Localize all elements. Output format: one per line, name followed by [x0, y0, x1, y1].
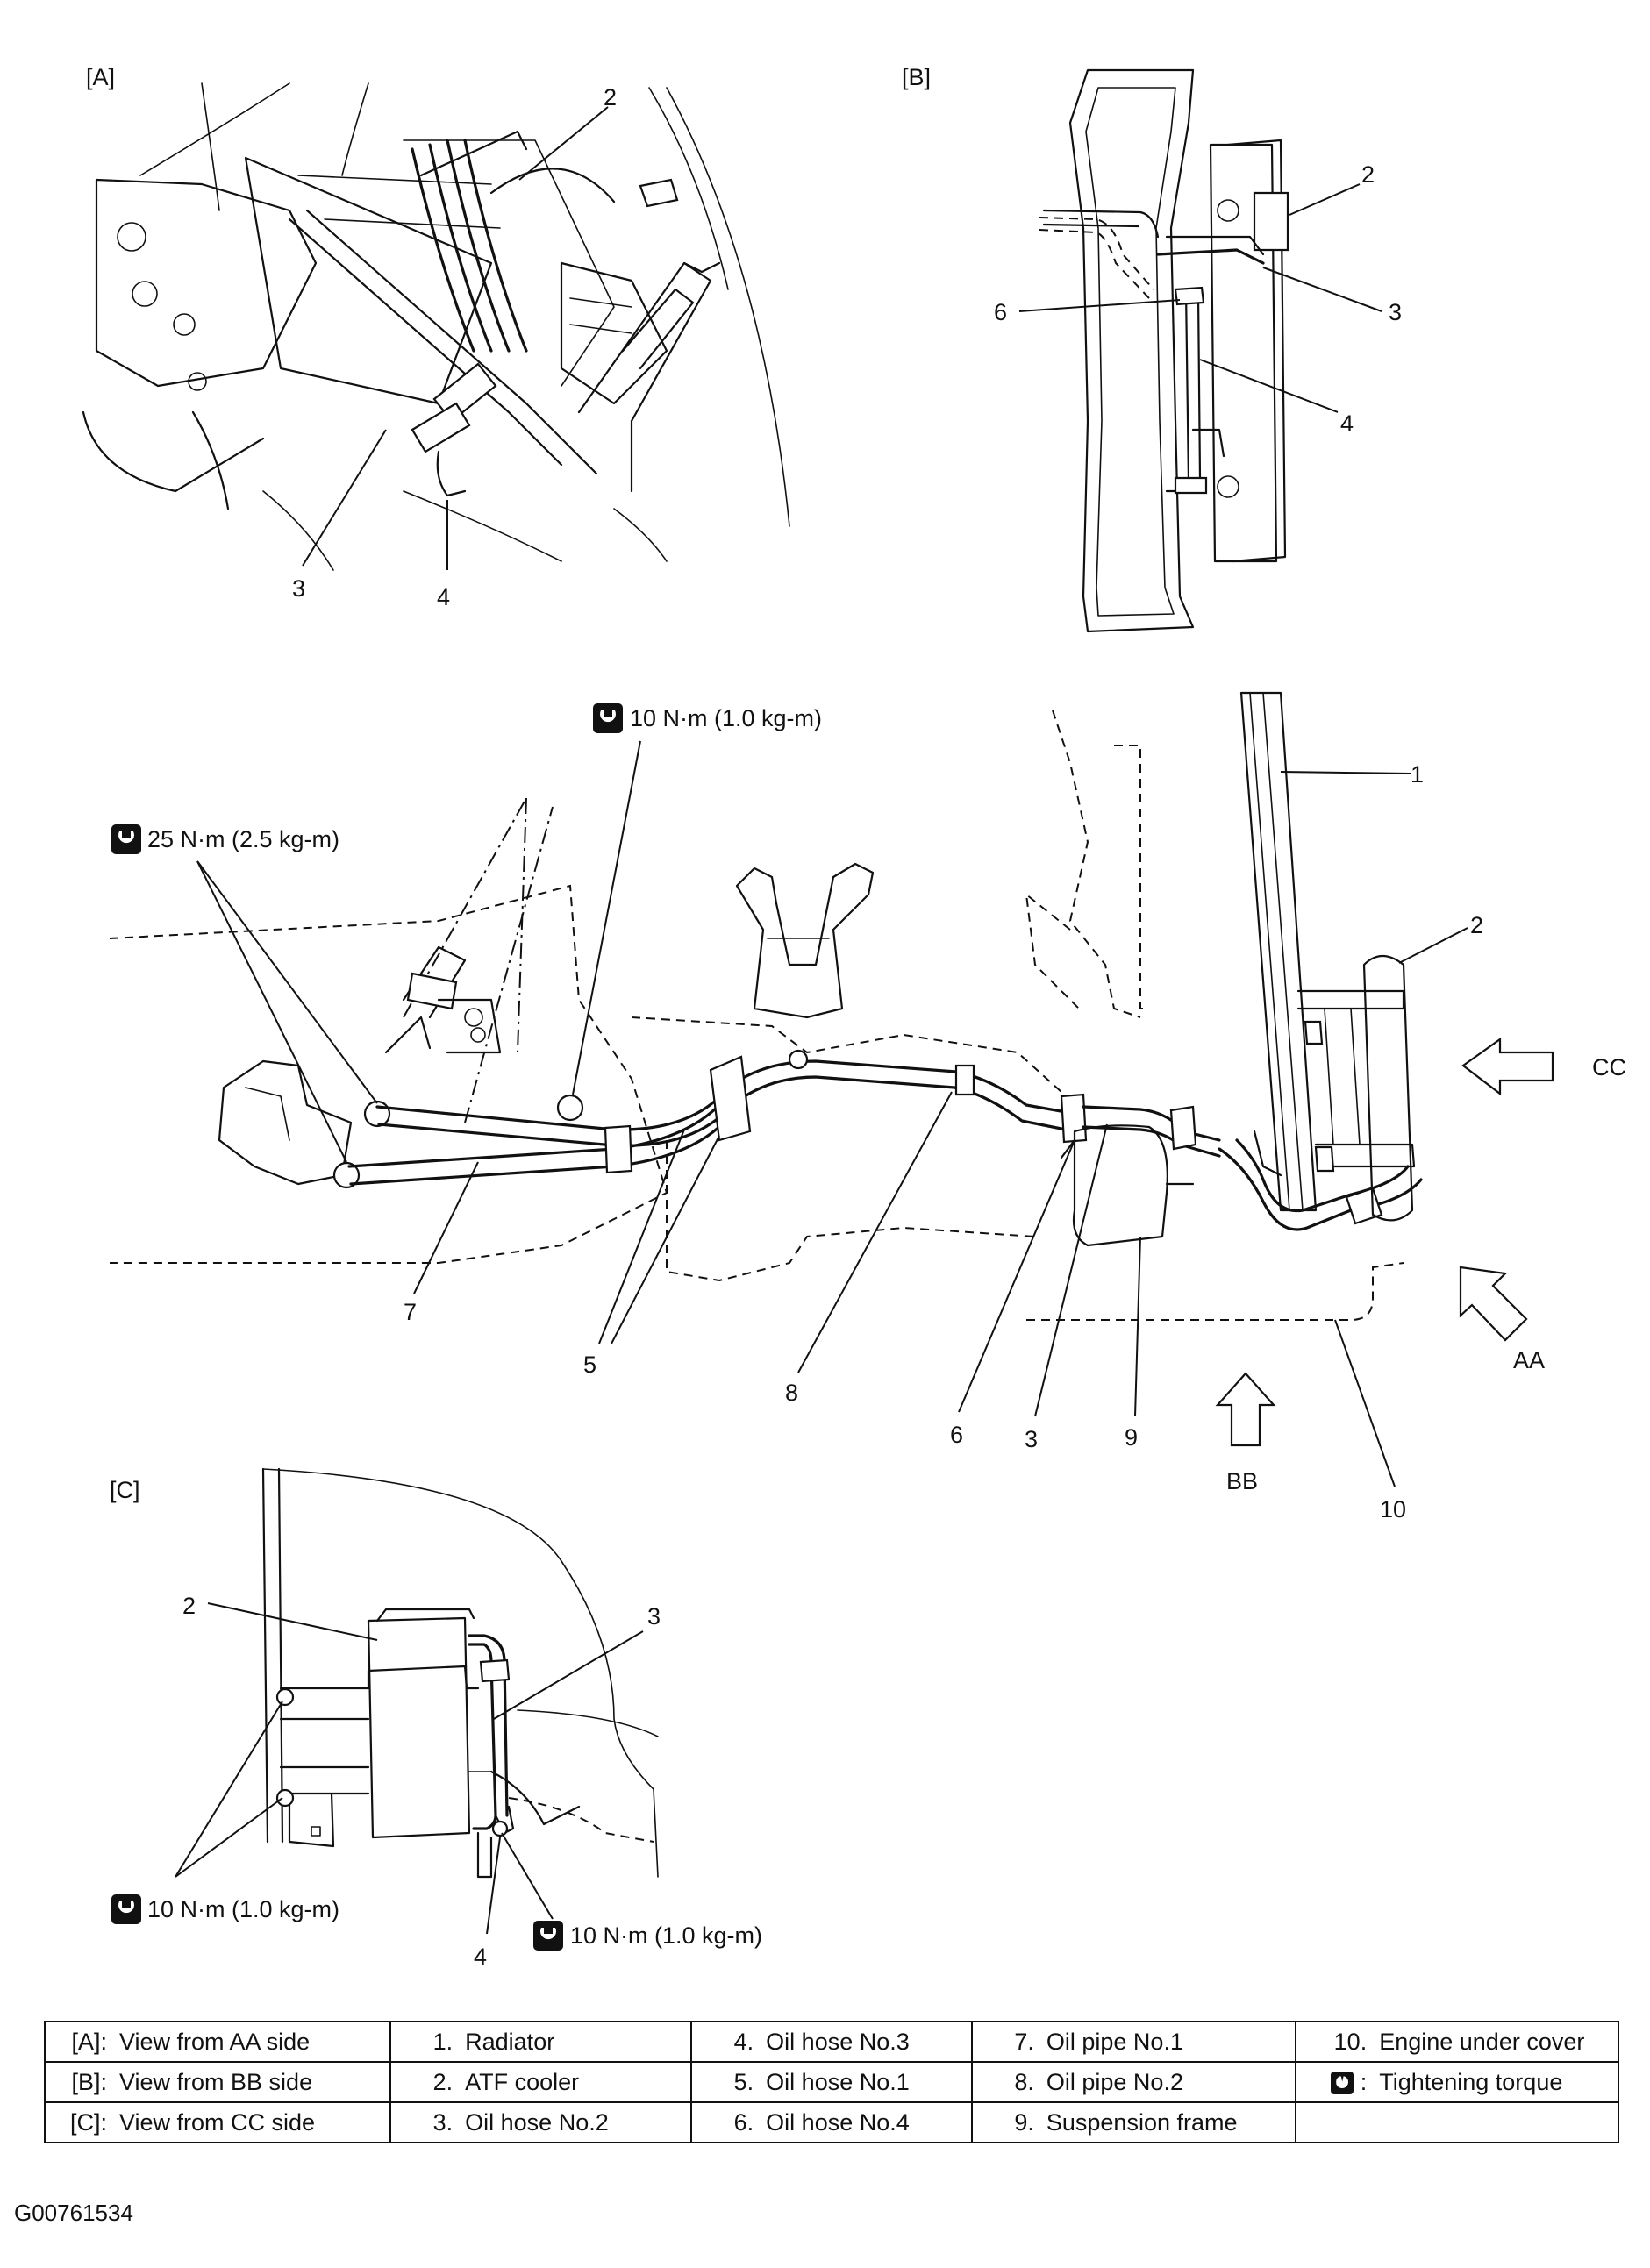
- legend-key: 6.: [733, 2108, 754, 2136]
- arrow-cc-label: CC: [1592, 1054, 1626, 1081]
- legend-cell: 7. Oil pipe No.1: [970, 2021, 1297, 2063]
- view-a-tag: [A]: [86, 64, 115, 90]
- callout-main-1: 1: [1411, 761, 1424, 788]
- arrow-aa-icon: [1459, 1266, 1528, 1342]
- arrow-cc-icon: [1461, 1037, 1554, 1096]
- legend-key: :: [1305, 2069, 1379, 2096]
- legend-cell: [C]: View from CC side: [43, 2101, 392, 2143]
- legend-value: Oil hose No.1: [766, 2068, 910, 2095]
- callout-b-2: 2: [1361, 161, 1375, 188]
- arrow-bb-icon: [1215, 1372, 1276, 1447]
- legend-value: Radiator: [465, 2028, 555, 2055]
- torque-label-10-c-left: 10 N·m (1.0 kg-m): [147, 1896, 339, 1922]
- view-b: [B] 2 6 3 4: [902, 64, 1402, 633]
- view-c: [C] 2 3: [110, 1467, 762, 1970]
- view-c-artwork: [261, 1467, 659, 1879]
- callout-c-4: 4: [474, 1943, 487, 1970]
- callout-main-10: 10: [1380, 1496, 1406, 1523]
- legend-cell: 5. Oil hose No.1: [690, 2061, 973, 2103]
- legend-key: [B]:: [71, 2068, 107, 2095]
- callout-c-2: 2: [182, 1593, 196, 1619]
- callout-main-6: 6: [950, 1422, 963, 1448]
- legend-value: View from AA side: [119, 2028, 311, 2055]
- callout-main-5: 5: [583, 1352, 596, 1378]
- legend-key: 3.: [432, 2108, 454, 2136]
- legend-row: [C]: View from CC side 3. Oil hose No.2 6. Oi…: [43, 2101, 1619, 2143]
- legend-value: View from BB side: [119, 2068, 313, 2095]
- legend-key: 9.: [1014, 2108, 1034, 2136]
- legend-value: Oil hose No.3: [766, 2028, 910, 2055]
- callout-main-9: 9: [1125, 1424, 1138, 1451]
- arrow-bb-label: BB: [1226, 1468, 1258, 1494]
- view-a: [A]: [82, 64, 790, 610]
- legend-cell: [1295, 2101, 1619, 2143]
- torque-wrench-icon: [1331, 2072, 1354, 2095]
- legend-cell: 1. Radiator: [389, 2021, 693, 2063]
- legend-cell: 8. Oil pipe No.2: [970, 2061, 1297, 2103]
- view-b-artwork: [1039, 68, 1289, 633]
- legend-table: [A]: View from AA side 1. Radiator 4. Oil hos…: [43, 2021, 1619, 2143]
- legend-key: [C]:: [69, 2108, 107, 2136]
- legend-cell: :Tightening torque: [1295, 2061, 1619, 2103]
- legend-row: [A]: View from AA side 1. Radiator 4. Oil hos…: [43, 2021, 1619, 2063]
- torque-wrench-icon: [111, 1894, 141, 1924]
- callout-b-3: 3: [1389, 299, 1402, 325]
- view-a-artwork: [82, 82, 790, 571]
- callout-a-2: 2: [604, 84, 617, 111]
- legend-value: Tightening torque: [1379, 2068, 1563, 2095]
- arrow-aa-label: AA: [1513, 1347, 1545, 1373]
- legend-value: Oil hose No.2: [465, 2108, 609, 2136]
- legend-cell: 4. Oil hose No.3: [690, 2021, 973, 2063]
- main-view-artwork: [109, 691, 1423, 1321]
- callout-b-4: 4: [1340, 410, 1354, 437]
- figure-code: G00761534: [14, 2200, 133, 2226]
- callout-main-8: 8: [785, 1380, 798, 1406]
- torque-label-10-top: 10 N·m (1.0 kg-m): [630, 705, 822, 731]
- legend-key: 5.: [733, 2068, 754, 2095]
- callout-main-3: 3: [1025, 1426, 1038, 1452]
- legend-value: Suspension frame: [1046, 2108, 1238, 2136]
- legend-key: 2.: [432, 2068, 454, 2095]
- legend-value: View from CC side: [119, 2108, 316, 2136]
- legend-cell: [A]: View from AA side: [43, 2021, 392, 2063]
- legend-cell: 2. ATF cooler: [389, 2061, 693, 2103]
- legend-key: 4.: [733, 2028, 754, 2055]
- legend-row: [B]: View from BB side 2. ATF cooler 5. Oil h…: [43, 2061, 1619, 2103]
- torque-label-25: 25 N·m (2.5 kg-m): [147, 826, 339, 852]
- torque-wrench-icon: [111, 824, 141, 854]
- legend-value: Engine under cover: [1379, 2028, 1585, 2055]
- callout-b-6: 6: [994, 299, 1007, 325]
- legend-key: 10.: [1333, 2028, 1368, 2055]
- legend-value: Oil pipe No.2: [1046, 2068, 1183, 2095]
- view-b-tag: [B]: [902, 64, 931, 90]
- legend-key: [A]:: [71, 2028, 107, 2055]
- main-view: CC AA BB 1 2 7 5 8 6 3 9 10 10 N·m (1.0 …: [109, 691, 1626, 1523]
- torque-label-10-c-right: 10 N·m (1.0 kg-m): [570, 1922, 762, 1949]
- legend-cell: [B]: View from BB side: [43, 2061, 392, 2103]
- view-c-tag: [C]: [110, 1477, 140, 1503]
- legend-cell: 9. Suspension frame: [970, 2101, 1297, 2143]
- legend-value: ATF cooler: [465, 2068, 580, 2095]
- legend-cell: 3. Oil hose No.2: [389, 2101, 693, 2143]
- legend-key: 1.: [432, 2028, 454, 2055]
- callout-a-3: 3: [292, 575, 305, 602]
- torque-wrench-icon: [593, 703, 623, 733]
- torque-wrench-icon: [533, 1921, 563, 1951]
- callout-main-7: 7: [404, 1299, 417, 1325]
- callout-a-4: 4: [437, 584, 450, 610]
- legend-value: Oil hose No.4: [766, 2108, 910, 2136]
- legend-key: 8.: [1014, 2068, 1034, 2095]
- legend-cell: 10. Engine under cover: [1295, 2021, 1619, 2063]
- legend-value: Oil pipe No.1: [1046, 2028, 1183, 2055]
- legend-key: 7.: [1014, 2028, 1034, 2055]
- legend-cell: 6. Oil hose No.4: [690, 2101, 973, 2143]
- callout-main-2: 2: [1470, 912, 1483, 938]
- callout-c-3: 3: [647, 1603, 661, 1630]
